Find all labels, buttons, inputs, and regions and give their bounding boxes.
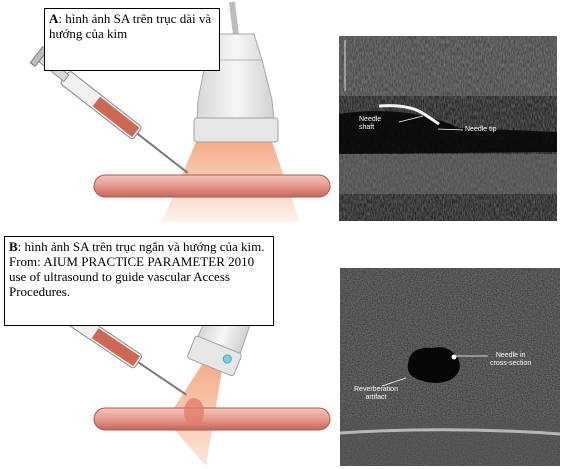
caption-a-letter: A xyxy=(49,11,58,26)
caption-b-text: : hình ảnh SA trên trục ngắn và hướng củ… xyxy=(9,239,264,299)
caption-b-letter: B xyxy=(9,239,18,254)
ultrasound-image-short-axis: Needle in cross-section Reverberation ar… xyxy=(340,268,560,466)
label-needle-cross-section: Needle in cross-section xyxy=(490,352,531,368)
needle-echo-b xyxy=(452,355,457,360)
probe-cable xyxy=(232,2,236,35)
vessel-lumen xyxy=(408,347,460,383)
caption-panel-b: B: hình ảnh SA trên trục ngắn và hướng c… xyxy=(4,236,274,326)
needle-b xyxy=(138,362,186,394)
caption-panel-a: A: hình ảnh SA trên trục dài và hướng củ… xyxy=(44,8,220,71)
label-reverberation-artifact: Reverberation artifact xyxy=(354,386,398,402)
label-needle-shaft: Needle shaft xyxy=(359,116,381,132)
needle xyxy=(137,134,187,173)
blood-vessel xyxy=(94,175,330,197)
ultrasound-image-long-axis: Needle shaft Needle tip xyxy=(339,36,557,221)
label-needle-tip: Needle tip xyxy=(465,126,497,134)
caption-a-text: : hình ảnh SA trên trục dài và hướng của… xyxy=(49,11,211,41)
blood-vessel-b xyxy=(94,408,330,430)
